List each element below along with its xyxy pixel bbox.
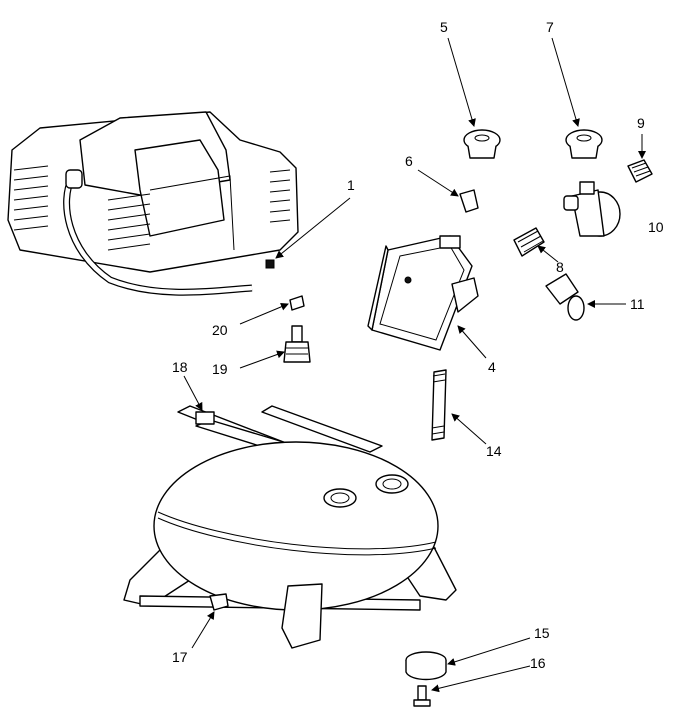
part-14-pipe (431, 369, 447, 441)
part-11-valve (545, 273, 585, 321)
leader-4 (457, 325, 487, 359)
callout-4: 4 (488, 359, 496, 375)
shroud-vents-left (13, 165, 49, 231)
callout-17: 17 (172, 649, 188, 665)
callout-18: 18 (172, 359, 188, 375)
part-10-gauge (563, 181, 621, 237)
callout-11: 11 (630, 296, 645, 312)
callout-16: 16 (530, 655, 546, 671)
part-8-nipple (513, 227, 545, 257)
leader-16 (431, 665, 531, 693)
leader-17 (191, 611, 215, 649)
leader-7 (551, 37, 580, 127)
callout-6: 6 (405, 153, 413, 169)
shroud-vents-center (107, 193, 151, 251)
callout-5: 5 (440, 19, 448, 35)
callout-7: 7 (546, 19, 554, 35)
part-20-clip (289, 295, 305, 311)
part-6-fitting (459, 189, 479, 213)
callout-8: 8 (556, 259, 564, 275)
leader-lines (183, 37, 646, 693)
part-4-pressure-switch (367, 235, 479, 351)
leader-1 (275, 197, 351, 259)
leader-6 (417, 169, 459, 197)
leader-14 (451, 413, 487, 445)
leader-20 (239, 303, 289, 325)
part-1-screw (265, 259, 275, 269)
air-tank (123, 405, 457, 649)
callout-9: 9 (637, 115, 645, 131)
part-5-cap (463, 129, 501, 159)
part-16-screw (413, 685, 431, 707)
callout-1: 1 (347, 177, 355, 193)
leader-5 (447, 37, 476, 127)
part-19-fitting (283, 325, 311, 363)
callout-labels: 1 4 5 6 7 8 9 10 11 14 15 16 17 18 19 20 (172, 19, 664, 671)
shroud-vents-right (269, 169, 291, 223)
callout-19: 19 (212, 361, 228, 377)
leader-19 (239, 350, 285, 369)
callout-14: 14 (486, 443, 502, 459)
callout-10: 10 (648, 219, 664, 235)
motor-shroud (7, 111, 299, 296)
part-9-fitting (627, 159, 653, 183)
leader-18 (183, 375, 203, 411)
part-15-foot (405, 651, 447, 681)
leader-15 (447, 637, 531, 666)
leader-8 (537, 245, 559, 263)
callout-15: 15 (534, 625, 550, 641)
part-7-cap (565, 129, 603, 159)
callout-20: 20 (212, 322, 228, 338)
